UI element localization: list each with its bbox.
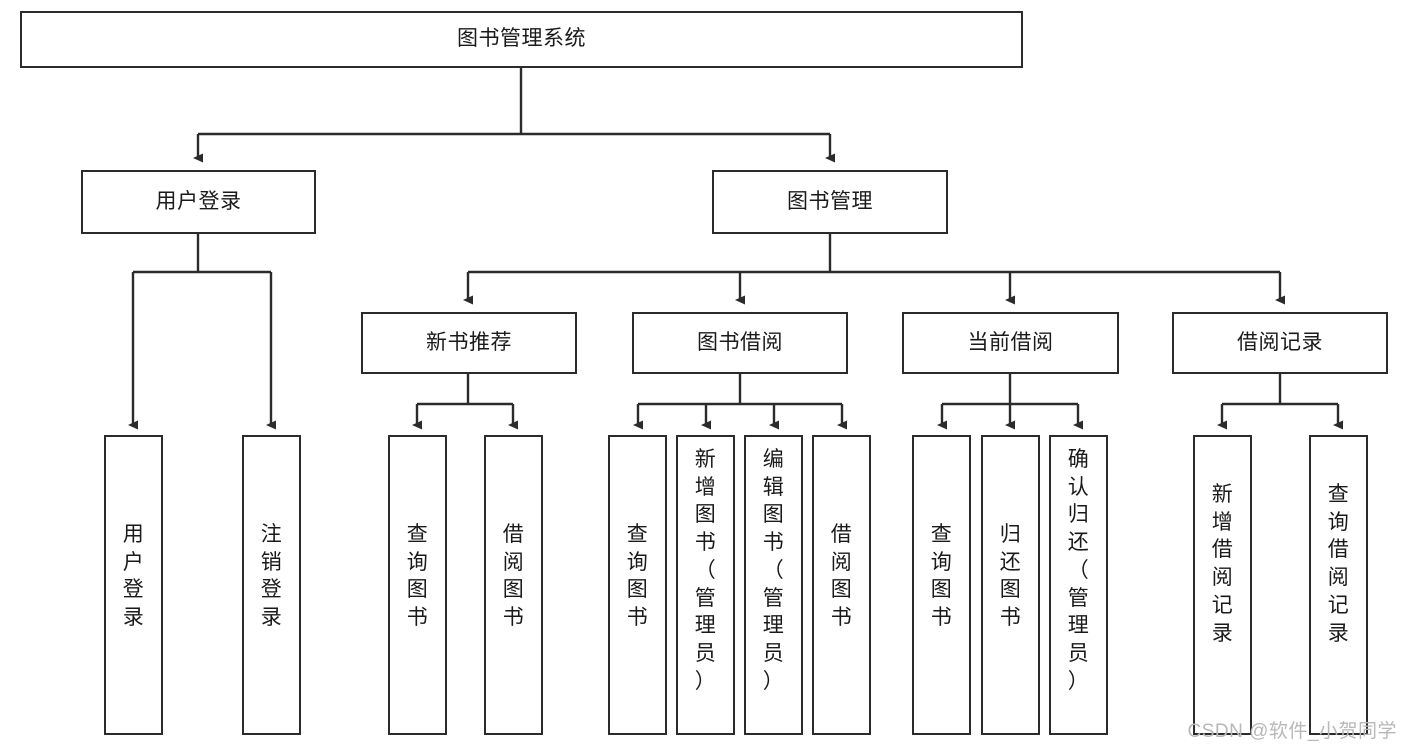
node-new-book-recommend[interactable]: 新书推荐 bbox=[361, 312, 577, 374]
node-leaf-edit-book-label: 编 辑 图 书 （ 管 理 员 ） bbox=[762, 448, 785, 693]
node-leaf-add-book-label: 新 增 图 书 （ 管 理 员 ） bbox=[694, 448, 717, 693]
node-leaf-add-record-label: 新 增 借 阅 记 录 bbox=[1211, 483, 1234, 645]
node-leaf-query-book-2-label: 查 询 图 书 bbox=[626, 523, 649, 630]
node-leaf-query-book-1[interactable]: 查 询 图 书 bbox=[388, 435, 447, 735]
node-leaf-return-book[interactable]: 归 还 图 书 bbox=[981, 435, 1040, 735]
node-borrow-record[interactable]: 借阅记录 bbox=[1172, 312, 1388, 374]
node-book-manage[interactable]: 图书管理 bbox=[712, 170, 948, 234]
node-leaf-query-book-1-label: 查 询 图 书 bbox=[406, 523, 429, 630]
node-current-borrow-label: 当前借阅 bbox=[967, 330, 1054, 354]
node-leaf-query-record[interactable]: 查 询 借 阅 记 录 bbox=[1309, 435, 1368, 735]
node-leaf-borrow-book-2-label: 借 阅 图 书 bbox=[830, 523, 853, 630]
node-leaf-borrow-book-2[interactable]: 借 阅 图 书 bbox=[812, 435, 871, 735]
node-leaf-add-record[interactable]: 新 增 借 阅 记 录 bbox=[1193, 435, 1252, 735]
node-book-borrow[interactable]: 图书借阅 bbox=[632, 312, 848, 374]
node-root-label: 图书管理系统 bbox=[457, 27, 586, 51]
node-leaf-query-record-label: 查 询 借 阅 记 录 bbox=[1327, 483, 1350, 645]
node-new-book-recommend-label: 新书推荐 bbox=[426, 330, 512, 354]
node-leaf-edit-book[interactable]: 编 辑 图 书 （ 管 理 员 ） bbox=[744, 435, 803, 735]
node-leaf-confirm-return-label: 确 认 归 还 （ 管 理 员 ） bbox=[1067, 448, 1090, 693]
node-leaf-query-book-3-label: 查 询 图 书 bbox=[930, 523, 953, 630]
node-current-borrow[interactable]: 当前借阅 bbox=[902, 312, 1119, 374]
node-user-login-label: 用户登录 bbox=[155, 189, 242, 213]
node-leaf-borrow-book-1-label: 借 阅 图 书 bbox=[502, 523, 525, 630]
node-leaf-return-book-label: 归 还 图 书 bbox=[999, 523, 1022, 630]
node-book-manage-label: 图书管理 bbox=[787, 189, 873, 213]
node-borrow-record-label: 借阅记录 bbox=[1237, 330, 1323, 354]
node-root[interactable]: 图书管理系统 bbox=[20, 11, 1023, 68]
node-leaf-query-book-2[interactable]: 查 询 图 书 bbox=[608, 435, 667, 735]
csdn-watermark: CSDN @软件_小贺同学 bbox=[1187, 721, 1397, 742]
node-leaf-logout[interactable]: 注 销 登 录 bbox=[242, 435, 301, 735]
node-leaf-confirm-return[interactable]: 确 认 归 还 （ 管 理 员 ） bbox=[1049, 435, 1108, 735]
node-leaf-add-book[interactable]: 新 增 图 书 （ 管 理 员 ） bbox=[676, 435, 735, 735]
node-book-borrow-label: 图书借阅 bbox=[697, 330, 783, 354]
node-leaf-user-login[interactable]: 用 户 登 录 bbox=[104, 435, 163, 735]
node-user-login[interactable]: 用户登录 bbox=[81, 170, 316, 234]
node-leaf-logout-label: 注 销 登 录 bbox=[260, 523, 283, 630]
node-leaf-user-login-label: 用 户 登 录 bbox=[122, 523, 145, 630]
node-leaf-query-book-3[interactable]: 查 询 图 书 bbox=[912, 435, 971, 735]
node-leaf-borrow-book-1[interactable]: 借 阅 图 书 bbox=[484, 435, 543, 735]
